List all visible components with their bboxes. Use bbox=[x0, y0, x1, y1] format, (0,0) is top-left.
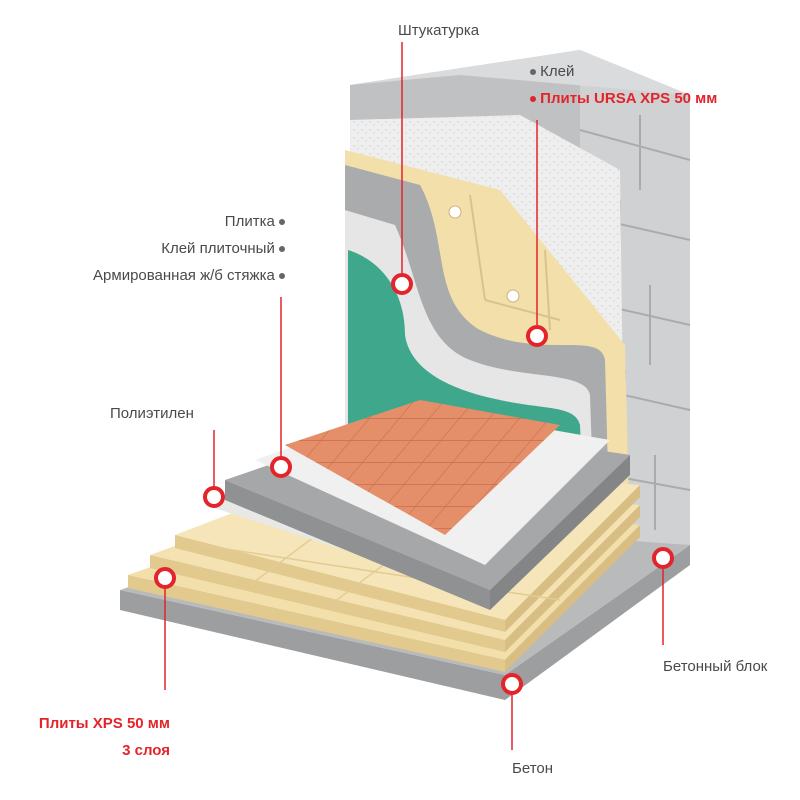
red-ring-marker-icon bbox=[154, 567, 176, 589]
dot-bullet-icon bbox=[530, 69, 536, 76]
dot-bullet-icon bbox=[279, 219, 285, 226]
red-ring-marker-icon bbox=[501, 673, 523, 695]
dot-bullet-icon bbox=[279, 246, 285, 253]
label-plaster: Штукатурка bbox=[398, 22, 480, 39]
floor-tiles bbox=[285, 400, 560, 535]
label-tile-glue: Клей плиточный bbox=[161, 240, 285, 258]
dot-bullet-icon bbox=[279, 273, 285, 280]
red-ring-marker-icon bbox=[270, 456, 292, 478]
leader-lines bbox=[164, 42, 664, 750]
dot-bullet-icon bbox=[530, 96, 536, 103]
red-ring-marker-icon bbox=[203, 486, 225, 508]
red-ring-marker-icon bbox=[526, 325, 548, 347]
label-ursa-boards: Плиты URSA XPS 50 мм bbox=[530, 90, 717, 108]
red-ring-marker-icon bbox=[652, 547, 674, 569]
label-screed: Армированная ж/б стяжка bbox=[93, 267, 285, 285]
label-xps-line1: Плиты XPS 50 мм bbox=[38, 715, 170, 732]
markers bbox=[154, 273, 674, 695]
red-ring-marker-icon bbox=[391, 273, 413, 295]
label-tile: Плитка bbox=[225, 213, 285, 231]
label-concrete-block: Бетонный блок bbox=[663, 658, 768, 675]
label-glue: Клей bbox=[530, 63, 574, 81]
label-concrete: Бетон bbox=[512, 760, 554, 777]
label-xps-line2: 3 слоя bbox=[122, 742, 170, 759]
label-polyethylene: Полиэтилен bbox=[110, 405, 194, 422]
